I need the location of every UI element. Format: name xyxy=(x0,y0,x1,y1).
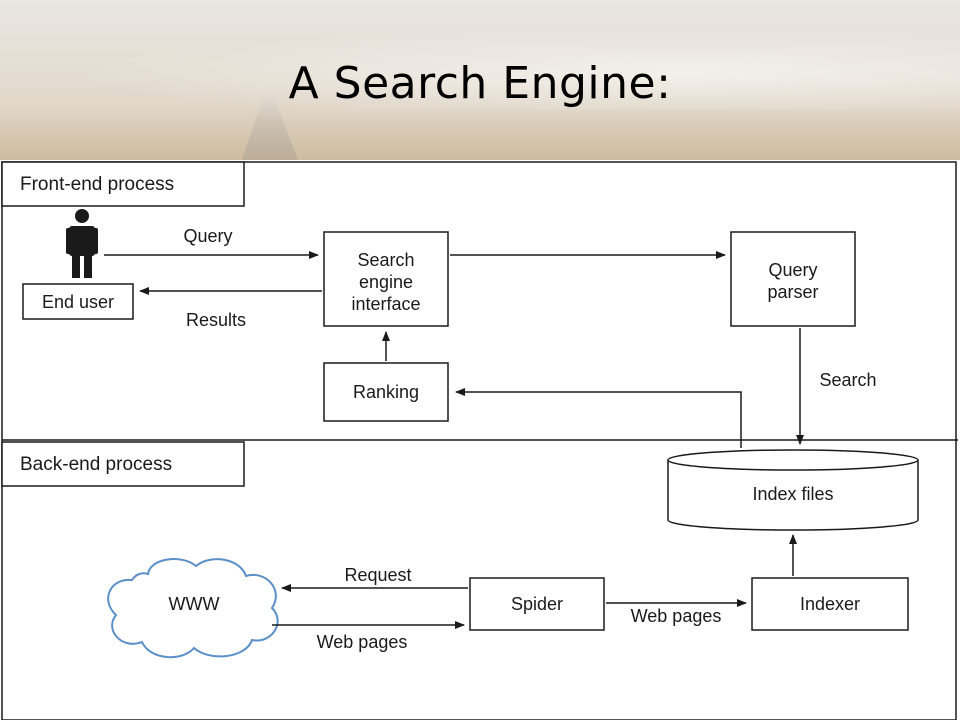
web-pages-out-label: Web pages xyxy=(631,606,722,626)
request-edge-label: Request xyxy=(344,565,411,585)
index-files-node: Index files xyxy=(667,449,919,531)
front-end-label-text: Front-end process xyxy=(20,174,174,195)
spider-label: Spider xyxy=(511,594,563,614)
search-engine-interface-node: Search engine interface xyxy=(323,231,449,327)
ranking-node: Ranking xyxy=(323,362,449,422)
user-figure-icon xyxy=(66,209,98,278)
background-haze xyxy=(0,110,960,165)
ranking-label: Ranking xyxy=(353,382,419,402)
front-end-section-label: Front-end process xyxy=(1,161,245,207)
slide-background xyxy=(0,0,960,165)
search-interface-line-1: Search xyxy=(357,250,414,270)
results-edge-label: Results xyxy=(186,310,246,330)
spider-node: Spider xyxy=(469,577,605,631)
query-parser-node: Query parser xyxy=(730,231,856,327)
indexer-node: Indexer xyxy=(751,577,909,631)
search-edge-label: Search xyxy=(819,370,876,390)
end-user-node: End user xyxy=(22,283,134,320)
query-parser-line-2: parser xyxy=(767,282,818,302)
index-files-label: Index files xyxy=(752,484,833,504)
search-interface-line-3: interface xyxy=(351,294,420,314)
index-to-ranking-arrow xyxy=(455,388,742,448)
back-end-section-label: Back-end process xyxy=(1,441,245,487)
end-user-label: End user xyxy=(42,292,114,312)
www-cloud-node: WWW xyxy=(107,558,279,659)
www-label: WWW xyxy=(169,594,220,614)
sky-highlight xyxy=(0,20,960,110)
diagram-frame xyxy=(1,161,957,720)
search-interface-line-2: engine xyxy=(359,272,413,292)
indexer-label: Indexer xyxy=(800,594,860,614)
back-end-label-text: Back-end process xyxy=(20,454,172,475)
search-engine-diagram: Front-end process Back-end process End u… xyxy=(0,160,960,720)
slide-title: A Search Engine: xyxy=(288,58,672,109)
diagram-canvas: Front-end process Back-end process End u… xyxy=(1,161,958,720)
query-parser-line-1: Query xyxy=(768,260,817,280)
query-edge-label: Query xyxy=(183,226,232,246)
web-pages-in-label: Web pages xyxy=(317,632,408,652)
